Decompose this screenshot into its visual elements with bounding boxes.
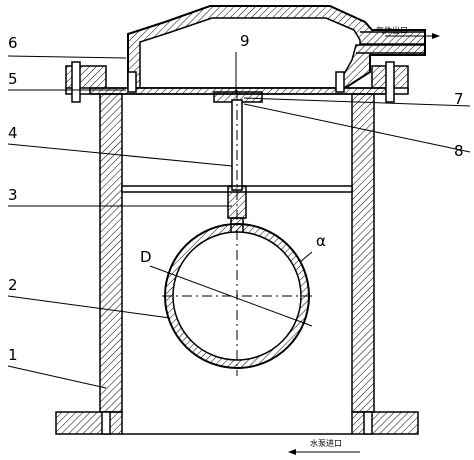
leader-lines: [7, 52, 471, 389]
callout-8: 8: [454, 142, 464, 160]
callout-5: 5: [8, 70, 18, 88]
top-flange: [65, 61, 409, 103]
outlet-cover: [127, 5, 440, 89]
inlet-arrow: [288, 449, 360, 455]
diameter-label: D: [140, 248, 152, 266]
gas-outlet-label: 气体出口: [376, 25, 408, 35]
angle-label: α: [316, 232, 326, 250]
callout-7: 7: [454, 90, 464, 108]
callout-1: 1: [8, 346, 18, 364]
callout-4: 4: [8, 124, 18, 142]
callout-3: 3: [8, 186, 18, 204]
water-inlet-label: 水泵进口: [310, 438, 342, 448]
callout-6: 6: [8, 34, 18, 52]
valve-body: [55, 93, 419, 435]
callout-9: 9: [240, 32, 250, 50]
float-ball: [149, 90, 314, 376]
callout-2: 2: [8, 276, 18, 294]
